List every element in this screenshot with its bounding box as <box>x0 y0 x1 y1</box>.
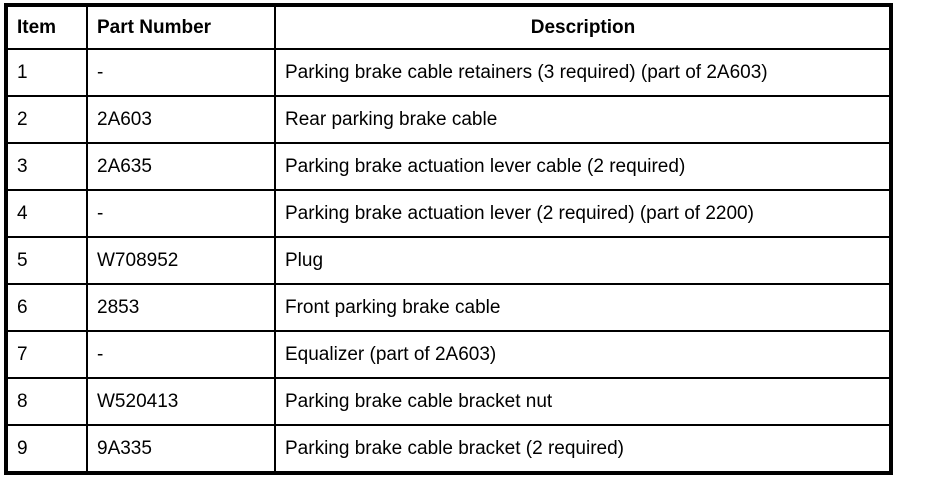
table-header: Item Part Number Description <box>5 4 892 50</box>
table-row: 3 2A635 Parking brake actuation lever ca… <box>5 142 892 191</box>
cell-part-number: 2A635 <box>86 142 276 191</box>
cell-item: 2 <box>5 95 88 144</box>
table-body: 1 - Parking brake cable retainers (3 req… <box>5 48 892 474</box>
parts-table: Item Part Number Description 1 - Parking… <box>4 3 893 475</box>
cell-description: Parking brake actuation lever (2 require… <box>274 189 892 238</box>
table-row: 4 - Parking brake actuation lever (2 req… <box>5 189 892 238</box>
cell-item: 8 <box>5 377 88 426</box>
header-description: Description <box>274 4 892 50</box>
table-row: 1 - Parking brake cable retainers (3 req… <box>5 48 892 97</box>
cell-item: 1 <box>5 48 88 97</box>
cell-description: Front parking brake cable <box>274 283 892 332</box>
header-row: Item Part Number Description <box>5 4 892 50</box>
cell-description: Parking brake cable bracket (2 required) <box>274 424 892 474</box>
cell-description: Rear parking brake cable <box>274 95 892 144</box>
cell-description: Parking brake actuation lever cable (2 r… <box>274 142 892 191</box>
table-row: 9 9A335 Parking brake cable bracket (2 r… <box>5 424 892 474</box>
cell-part-number: W708952 <box>86 236 276 285</box>
cell-item: 9 <box>5 424 88 474</box>
header-item: Item <box>5 4 88 50</box>
cell-item: 5 <box>5 236 88 285</box>
cell-part-number: W520413 <box>86 377 276 426</box>
cell-part-number: - <box>86 189 276 238</box>
cell-item: 4 <box>5 189 88 238</box>
cell-part-number: 2A603 <box>86 95 276 144</box>
table-row: 5 W708952 Plug <box>5 236 892 285</box>
cell-description: Equalizer (part of 2A603) <box>274 330 892 379</box>
cell-item: 6 <box>5 283 88 332</box>
cell-description: Parking brake cable retainers (3 require… <box>274 48 892 97</box>
table-row: 7 - Equalizer (part of 2A603) <box>5 330 892 379</box>
table-row: 8 W520413 Parking brake cable bracket nu… <box>5 377 892 426</box>
cell-description: Parking brake cable bracket nut <box>274 377 892 426</box>
cell-part-number: 9A335 <box>86 424 276 474</box>
header-part-number: Part Number <box>86 4 276 50</box>
table-row: 2 2A603 Rear parking brake cable <box>5 95 892 144</box>
cell-description: Plug <box>274 236 892 285</box>
cell-part-number: - <box>86 48 276 97</box>
cell-item: 3 <box>5 142 88 191</box>
cell-part-number: 2853 <box>86 283 276 332</box>
cell-part-number: - <box>86 330 276 379</box>
cell-item: 7 <box>5 330 88 379</box>
table-row: 6 2853 Front parking brake cable <box>5 283 892 332</box>
